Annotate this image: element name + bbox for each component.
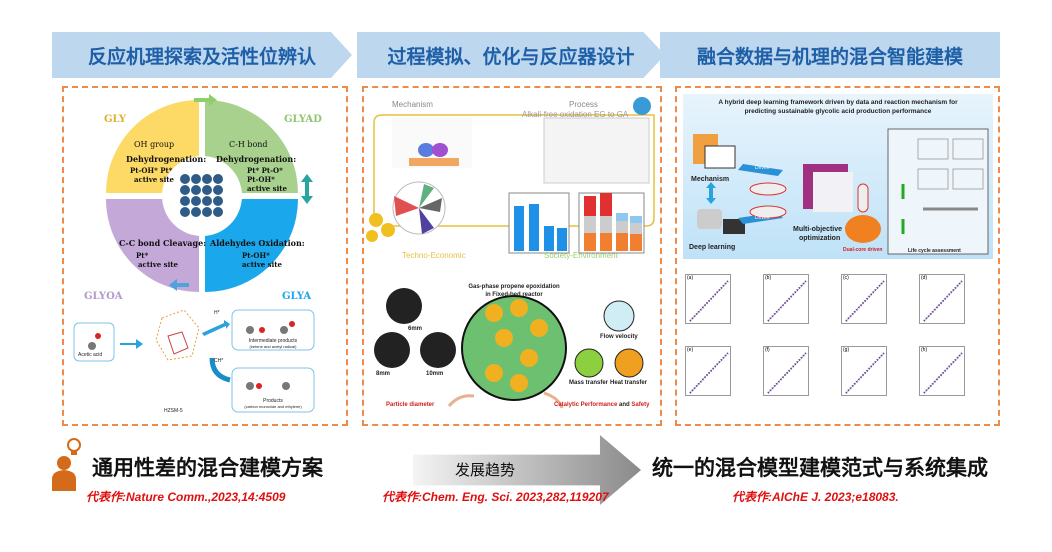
products-sub: (carbon monoxide and ethylene) <box>244 404 302 409</box>
parity-plot: (g) <box>841 346 887 396</box>
q2-title: C-H bond <box>229 140 268 149</box>
trend-label: 发展趋势 <box>455 461 516 479</box>
parity-plot: (a) <box>685 274 731 324</box>
catalytic-label: Catalytic Performance <box>554 402 618 408</box>
arrow-updown-icon <box>301 174 313 204</box>
plot-label: (c) <box>843 275 849 281</box>
mechanism-label: Mechanism <box>392 100 433 109</box>
left-conclusion: 通用性差的混合建模方案 <box>92 456 323 480</box>
mass-transfer-label: Mass transfer <box>569 380 609 386</box>
banner-hybrid: 融合数据与机理的混合智能建模 <box>660 32 1000 78</box>
right-conclusion: 统一的混合模型建模范式与系统集成 <box>652 456 988 480</box>
reactor-title: Gas-phase propene epoxidation <box>468 284 560 290</box>
moo-label-2: optimization <box>799 235 841 242</box>
process-title: Alkali-free oxidation EG to GA <box>522 110 629 119</box>
process-label: Process <box>569 100 598 109</box>
lca-label: Life cycle assessment <box>908 248 961 254</box>
ch-label: CH* <box>214 358 224 364</box>
plot-label: (b) <box>765 275 772 281</box>
moo-label-1: Multi-objective <box>793 226 843 233</box>
species-glyad: GLYAD <box>284 114 322 125</box>
h-label: H* <box>214 310 220 316</box>
q3-site: Pt* <box>136 251 149 260</box>
d8-label: 8mm <box>376 371 391 377</box>
arrow-left-icon <box>169 279 189 291</box>
reference-1: 代表作:Nature Comm.,2023,14:4509 <box>86 490 286 504</box>
q4-site: Pt-OH* <box>242 251 270 260</box>
society-environment-label: Society-Environment <box>544 251 618 260</box>
coins-icon <box>366 213 395 242</box>
parity-plot: (c) <box>841 274 887 324</box>
catalyst-label: HZSM-5 <box>164 408 183 414</box>
species-gly: GLY <box>104 114 127 125</box>
panel-mechanism: GLY GLYAD GLYOA GLYA OH group Dehydrogen… <box>62 86 348 426</box>
framework-title-1: A hybrid deep learning framework driven … <box>718 99 958 106</box>
flow-velocity-label: Flow velocity <box>600 334 638 340</box>
intermediate-label: Intermediate products <box>248 338 298 344</box>
q4-site2: active site <box>242 260 282 269</box>
q2-site3: active site <box>247 184 287 193</box>
framework-title-2: predicting sustainable glycolic acid pro… <box>744 108 932 115</box>
species-glya: GLYA <box>282 291 312 302</box>
plot-label: (f) <box>765 347 770 353</box>
species-glyoa: GLYOA <box>84 291 123 302</box>
person-idea-icon <box>52 438 81 491</box>
parity-plot: (f) <box>763 346 809 396</box>
panel-hybrid: A hybrid deep learning framework driven … <box>675 86 1000 426</box>
plot-label: (h) <box>921 347 928 353</box>
q3-site2: active site <box>138 260 178 269</box>
particle-diameter-label: Particle diameter <box>386 402 435 408</box>
catalysis-ring-diagram <box>73 94 315 413</box>
arrow-right-icon <box>194 94 217 106</box>
reactor-subtitle: in Fixed-bed reactor <box>485 292 543 298</box>
framework-figure: A hybrid deep learning framework driven … <box>683 94 993 259</box>
plot-label: (g) <box>843 347 850 353</box>
parity-plot: (d) <box>919 274 965 324</box>
process-figure <box>366 97 655 409</box>
reference-2: 代表作:Chem. Eng. Sci. 2023,282,119207 <box>382 490 609 504</box>
intermediate-sub: (ketene and acetyl radical) <box>249 344 297 349</box>
mechanism-label: Mechanism <box>691 176 730 183</box>
safety-label: Safety <box>631 402 650 408</box>
driven-label-bottom: Driven <box>755 215 770 221</box>
products-label: Products <box>263 398 283 404</box>
parity-plot: (e) <box>685 346 731 396</box>
and-label: and <box>619 402 630 408</box>
plot-label: (d) <box>921 275 928 281</box>
globe-icon <box>633 97 651 115</box>
reference-3: 代表作:AIChE J. 2023;e18083. <box>732 490 899 504</box>
heat-transfer-label: Heat transfer <box>610 380 648 386</box>
plot-label: (a) <box>687 275 694 281</box>
plot-label: (e) <box>687 347 694 353</box>
parity-plot: (b) <box>763 274 809 324</box>
reactant-label: Acetic acid <box>78 352 103 358</box>
driven-label-top: Driven <box>755 165 770 171</box>
techno-economic-label: Techno-Economic <box>402 251 466 260</box>
q1-subtitle: Dehydrogenation: <box>126 154 207 164</box>
q2-subtitle: Dehydrogenation: <box>216 154 297 164</box>
q2-site2: Pt-OH* <box>247 175 275 184</box>
d6-label: 6mm <box>408 326 423 332</box>
q1-site2: active site <box>134 175 174 184</box>
q4-subtitle: Aldehydes Oxidation: <box>210 238 305 248</box>
parity-plot: (h) <box>919 346 965 396</box>
deep-learning-label: Deep learning <box>689 244 736 251</box>
panel-process: Mechanism Process Alkali-free oxidation … <box>362 86 662 426</box>
banner-mechanism: 反应机理探索及活性位辨认 <box>52 32 352 78</box>
q1-title: OH group <box>134 140 175 149</box>
q1-site: Pt-OH* Pt* <box>130 166 173 175</box>
banner-process: 过程模拟、优化与反应器设计 <box>357 32 665 78</box>
catalyst-lattice-icon <box>180 174 223 217</box>
dual-core-label: Dual-core driven <box>843 247 883 253</box>
d10-label: 10mm <box>426 371 444 377</box>
q2-site: Pt* Pt-O* <box>247 166 283 175</box>
q3-subtitle: C-C bond Cleavage: <box>119 238 207 248</box>
